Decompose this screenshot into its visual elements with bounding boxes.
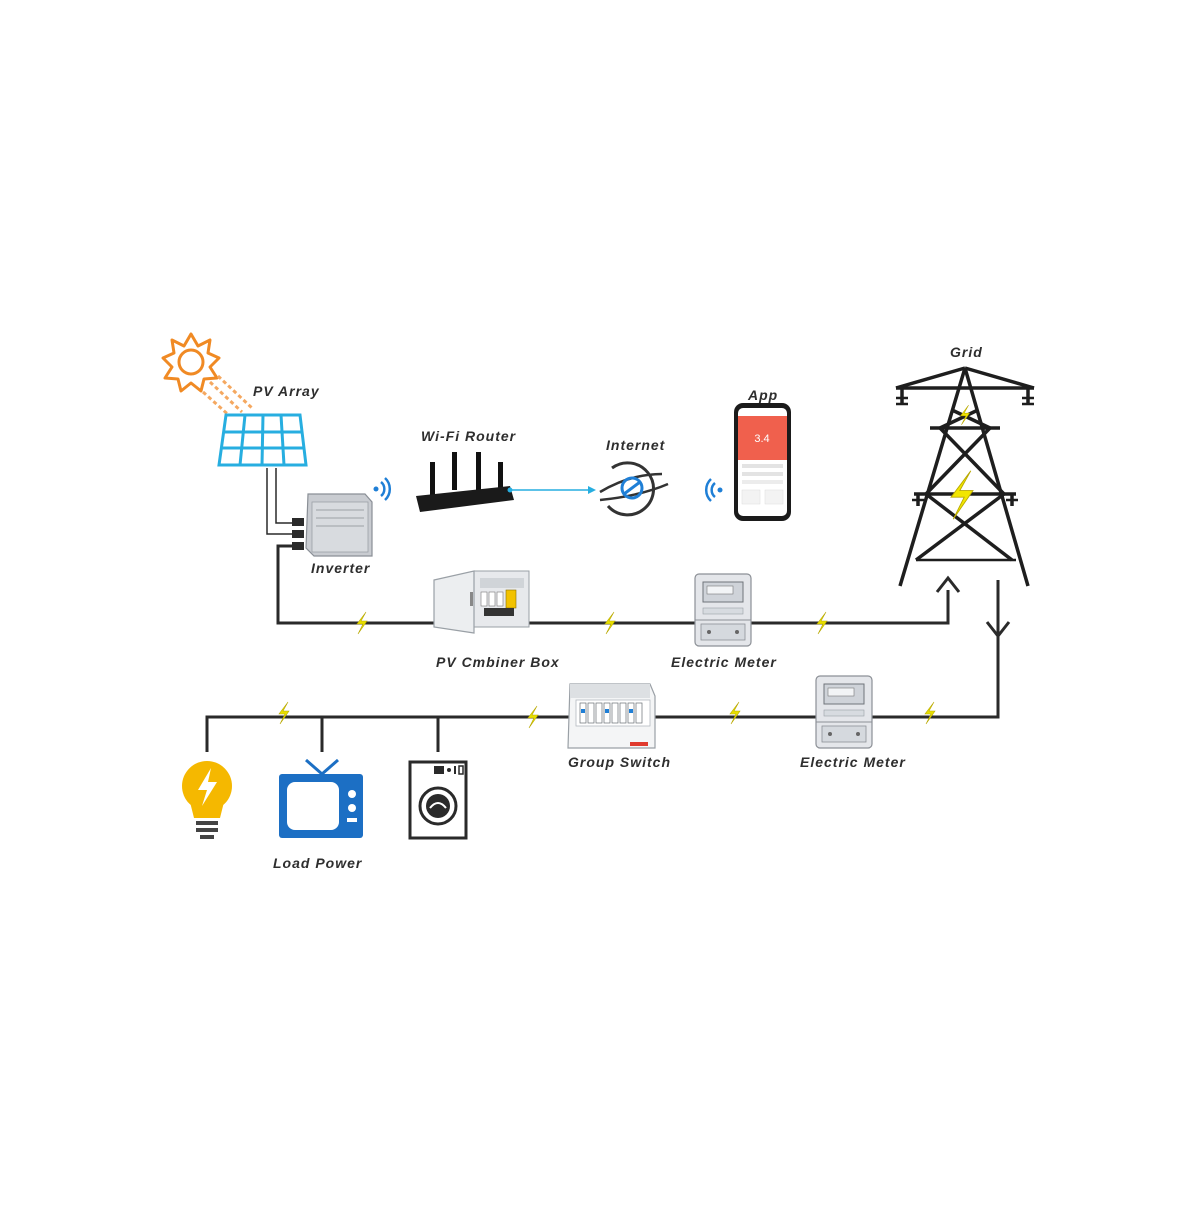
wifi-signal-icon (373, 477, 392, 501)
sun-rays (201, 374, 254, 420)
bolt-icon (959, 404, 971, 426)
arrow-down-icon (985, 621, 1011, 639)
bolt-icon (950, 470, 974, 520)
phone-icon: 3.4 (734, 403, 791, 521)
label-internet: Internet (606, 437, 666, 453)
globe-icon (599, 461, 669, 517)
label-pv-array: PV Array (253, 383, 320, 399)
electric-meter-icon (815, 675, 873, 749)
label-inverter: Inverter (311, 560, 371, 576)
tv-icon (279, 758, 363, 838)
label-grid: Grid (950, 344, 983, 360)
bolt-icon (527, 705, 539, 729)
group-switch-icon (567, 683, 656, 749)
bolt-icon (604, 611, 616, 635)
label-app: App (748, 387, 779, 403)
label-load-power: Load Power (273, 855, 363, 871)
power-tower-icon (895, 366, 1035, 587)
light-bulb-icon (182, 761, 232, 839)
label-electric-meter-top: Electric Meter (671, 654, 777, 670)
washing-machine-icon (408, 760, 468, 840)
electric-meter-icon (694, 573, 752, 647)
label-electric-meter-bottom: Electric Meter (800, 754, 906, 770)
label-group-switch: Group Switch (568, 754, 671, 770)
router-icon (416, 452, 514, 512)
label-wifi-router: Wi-Fi Router (421, 428, 517, 444)
bolt-icon (924, 701, 936, 725)
solar-panel-icon (217, 413, 308, 467)
bolt-icon (356, 611, 368, 635)
wifi-signal-icon (704, 478, 723, 502)
arrow-up-icon (935, 575, 961, 593)
bolt-icon (729, 701, 741, 725)
label-combiner-box: PV Cmbiner Box (436, 654, 560, 670)
sun-icon (161, 332, 221, 393)
bolt-icon (278, 701, 290, 725)
app-reading: 3.4 (754, 433, 769, 445)
bolt-icon (816, 611, 828, 635)
combiner-box-icon (433, 570, 530, 634)
inverter-icon (292, 493, 373, 557)
